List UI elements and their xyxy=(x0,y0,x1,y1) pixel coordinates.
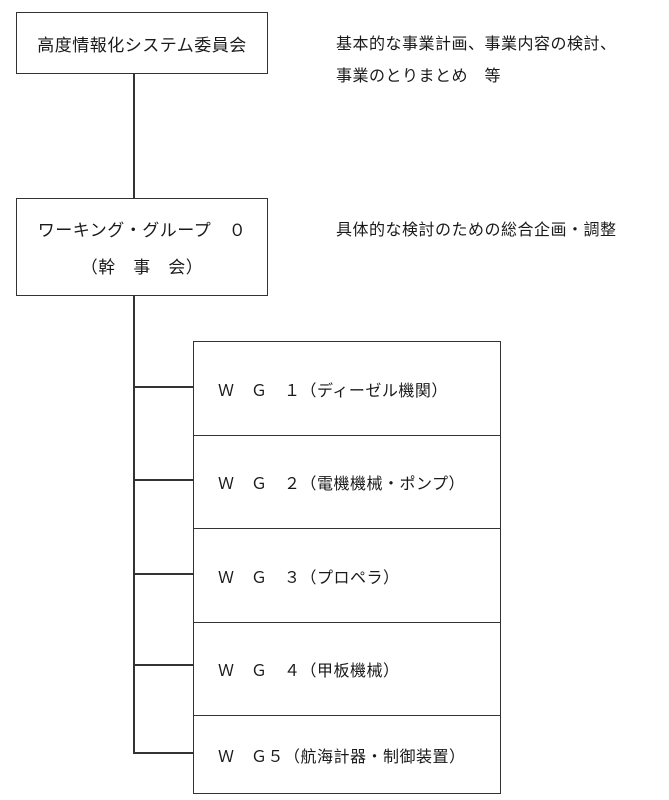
wg-node-5: Ｗ Ｇ５（航海計器・制御装置） xyxy=(194,715,500,793)
wg-label-2: Ｗ Ｇ ２（電機機械・ポンプ） xyxy=(218,474,466,493)
connector-branch-wg3 xyxy=(133,573,193,575)
committee-description-line-1: 基本的な事業計画、事業内容の検討、 xyxy=(336,34,617,53)
wg-node-3: Ｗ Ｇ ３（プロペラ） xyxy=(194,528,500,622)
committee-description-line-2: 事業のとりまとめ 等 xyxy=(336,66,502,85)
wg-label-1: Ｗ Ｇ １（ディーゼル機関） xyxy=(218,380,448,400)
wg0-node: ワーキング・グループ ０ （幹 事 会） xyxy=(16,198,268,296)
connector-branch-wg1 xyxy=(133,386,193,388)
connector-branch-wg5 xyxy=(133,752,193,754)
wg-node-2: Ｗ Ｇ ２（電機機械・ポンプ） xyxy=(194,435,500,528)
connector-wg0-trunk xyxy=(133,296,135,752)
committee-label: 高度情報化システム委員会 xyxy=(37,35,247,56)
connector-branch-wg2 xyxy=(133,479,193,481)
wg-node-4: Ｗ Ｇ ４（甲板機械） xyxy=(194,622,500,715)
connector-committee-wg0 xyxy=(133,74,135,198)
working-group-stack: Ｗ Ｇ １（ディーゼル機関） Ｗ Ｇ ２（電機機械・ポンプ） Ｗ Ｇ ３（プロペ… xyxy=(193,341,501,794)
connector-branch-wg4 xyxy=(133,664,193,666)
wg-node-1: Ｗ Ｇ １（ディーゼル機関） xyxy=(194,342,500,435)
wg0-description: 具体的な検討のための総合企画・調整 xyxy=(336,220,617,239)
wg-label-4: Ｗ Ｇ ４（甲板機械） xyxy=(218,661,400,680)
committee-description: 基本的な事業計画、事業内容の検討、 事業のとりまとめ 等 xyxy=(336,28,617,92)
committee-node: 高度情報化システム委員会 xyxy=(16,12,268,74)
wg0-sub-label: （幹 事 会） xyxy=(80,258,204,278)
wg-label-3: Ｗ Ｇ ３（プロペラ） xyxy=(218,567,400,587)
wg-label-5: Ｗ Ｇ５（航海計器・制御装置） xyxy=(218,746,466,766)
wg0-label: ワーキング・グループ ０ xyxy=(37,221,247,241)
